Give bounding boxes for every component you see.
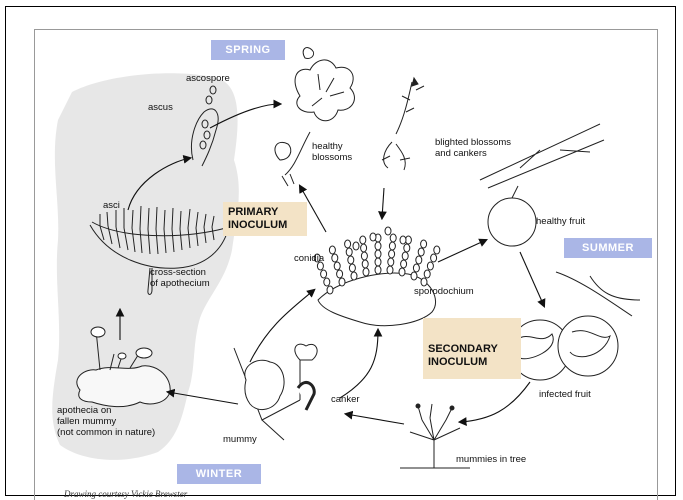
conidium — [418, 248, 424, 256]
label-cross-section-line-1: cross-section — [150, 267, 210, 278]
conidium — [363, 268, 369, 276]
season-winter: WINTER — [177, 464, 261, 484]
label-blighted-line-2: and cankers — [435, 148, 511, 159]
drawing-credit: Drawing courtesy Vickie Brewster — [64, 489, 187, 499]
label-cross-section: cross-section of apothecium — [150, 267, 210, 289]
conidium — [360, 236, 366, 244]
arrow-canker-to-conidia — [340, 330, 378, 398]
conidium — [434, 246, 440, 254]
season-spring: SPRING — [211, 40, 285, 60]
label-apothecia-line-2: fallen mummy — [57, 416, 155, 427]
conidium — [413, 264, 419, 272]
label-mummies-in-tree: mummies in tree — [456, 454, 526, 465]
blighted-blossoms-drawing — [382, 78, 424, 170]
primary-inoculum-line-1: PRIMARY — [228, 206, 302, 219]
conidium — [375, 250, 381, 258]
conidium — [421, 240, 427, 248]
label-apothecia-line-3: (not common in nature) — [57, 427, 155, 438]
conidium — [399, 268, 405, 276]
label-mummy: mummy — [223, 434, 257, 445]
label-blighted-line-1: blighted blossoms — [435, 137, 511, 148]
label-healthy-fruit: healthy fruit — [536, 216, 585, 227]
conidium — [351, 272, 357, 280]
primary-inoculum-line-2: INOCULUM — [228, 219, 302, 232]
conidium — [416, 256, 422, 264]
conidium — [324, 278, 330, 286]
mummy-branch-drawing — [234, 344, 317, 440]
conidium — [334, 262, 340, 270]
conidium — [321, 270, 327, 278]
label-ascospore: ascospore — [186, 73, 230, 84]
season-summer: SUMMER — [564, 238, 652, 258]
conidium — [375, 266, 381, 274]
conidium — [388, 258, 394, 266]
label-asci: asci — [103, 200, 120, 211]
conidium — [402, 252, 408, 260]
conidium — [421, 278, 427, 286]
label-healthy-blossoms-line-2: blossoms — [312, 152, 352, 163]
conidium — [332, 254, 338, 262]
arrow-conidia-to-fruit — [438, 240, 486, 262]
conidium — [339, 278, 345, 286]
label-canker: canker — [331, 394, 360, 405]
conidium — [424, 270, 430, 278]
conidium — [431, 254, 437, 262]
conidium — [389, 250, 395, 258]
conidium — [361, 252, 367, 260]
conidium — [427, 262, 433, 270]
conidium — [404, 244, 410, 252]
conidium — [390, 234, 396, 242]
conidium — [411, 272, 417, 280]
arrow-healthy-to-infected — [520, 252, 544, 306]
conidium — [348, 256, 354, 264]
label-ascus: ascus — [148, 102, 173, 113]
conidium — [362, 260, 368, 268]
secondary-inoculum-line-1: SECONDARY — [428, 343, 516, 356]
arrow-blighted-to-conidia — [382, 188, 384, 218]
label-healthy-blossoms: healthy blossoms — [312, 141, 352, 163]
arrow-tree-to-canker — [346, 414, 404, 424]
label-healthy-blossoms-line-1: healthy — [312, 141, 352, 152]
conidium — [375, 242, 381, 250]
sporodochium-drawing — [314, 227, 440, 326]
secondary-inoculum-box: SECONDARY INOCULUM — [423, 318, 521, 379]
conidium — [345, 240, 351, 248]
conidium — [361, 244, 367, 252]
label-sporodochium: sporodochium — [414, 286, 474, 297]
secondary-inoculum-line-2: INOCULUM — [428, 356, 516, 369]
label-infected-fruit: infected fruit — [539, 389, 591, 400]
conidium — [401, 260, 407, 268]
label-apothecia-line-1: apothecia on — [57, 405, 155, 416]
arrow-infected-to-tree — [460, 382, 530, 422]
conidium — [346, 248, 352, 256]
conidium — [329, 246, 335, 254]
label-conidia: conidia — [294, 253, 324, 264]
conidium — [337, 270, 343, 278]
primary-inoculum-box: PRIMARY INOCULUM — [223, 202, 307, 236]
conidium — [389, 242, 395, 250]
conidium — [327, 286, 333, 294]
conidium — [349, 264, 355, 272]
label-apothecia: apothecia on fallen mummy (not common in… — [57, 405, 155, 438]
healthy-blossoms-drawing — [275, 48, 355, 186]
label-blighted: blighted blossoms and cankers — [435, 137, 511, 159]
label-cross-section-line-2: of apothecium — [150, 278, 210, 289]
conidium — [387, 266, 393, 274]
conidium — [375, 258, 381, 266]
infected-fruit-drawing — [510, 272, 640, 380]
